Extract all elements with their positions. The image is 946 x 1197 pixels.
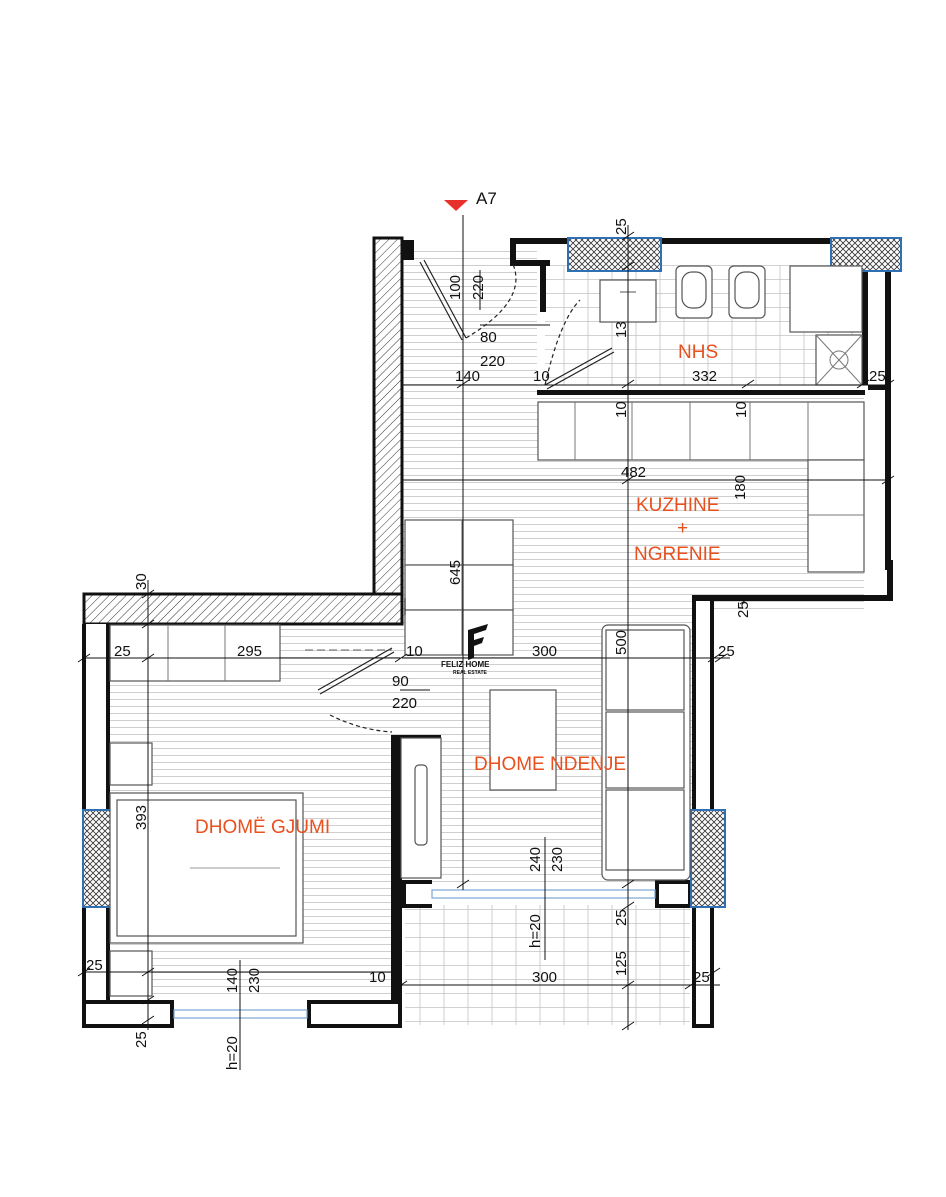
wall-bedroom-top bbox=[82, 592, 404, 626]
dim-10-bot: 10 bbox=[369, 969, 386, 986]
shower-tray bbox=[789, 265, 863, 333]
dining-table bbox=[404, 519, 514, 656]
walls bbox=[82, 236, 893, 1028]
feliz-home-logo-icon bbox=[468, 624, 488, 660]
dim-100: 100 bbox=[447, 275, 464, 300]
dim-220-c: 220 bbox=[392, 695, 417, 712]
room-label-kuzhine: KUZHINE bbox=[636, 495, 719, 516]
dim-25-right2: 25 bbox=[718, 643, 735, 660]
dim-500: 500 bbox=[613, 630, 630, 655]
watermark-brand: FELIZ HOME bbox=[441, 660, 490, 669]
dim-h20-bot: h=20 bbox=[224, 1036, 241, 1070]
dim-140-bot: 140 bbox=[224, 968, 241, 993]
dim-h20-bal: h=20 bbox=[527, 914, 544, 948]
kitchen-counter bbox=[537, 401, 865, 573]
wall-left-upper bbox=[372, 236, 404, 626]
dimension-labels-vertical: 25 100 220 13 10 10 180 645 30 500 25 39… bbox=[133, 218, 752, 1070]
dim-482: 482 bbox=[621, 464, 646, 481]
dim-125: 125 bbox=[613, 951, 630, 976]
wardrobe bbox=[109, 624, 281, 682]
dim-332: 332 bbox=[692, 368, 717, 385]
dim-25-bot-right: 25 bbox=[693, 969, 710, 986]
section-marker-a7: A7 bbox=[444, 189, 497, 211]
dim-220-top: 220 bbox=[470, 275, 487, 300]
nightstand-top bbox=[109, 742, 153, 786]
dim-25-nhs: 25 bbox=[869, 368, 886, 385]
dim-80: 80 bbox=[480, 329, 497, 346]
room-label-nhs: NHS bbox=[678, 342, 718, 363]
dim-25-bal: 25 bbox=[613, 909, 630, 926]
room-labels: NHS KUZHINE + NGRENIE DHOME NDENJE DHOMË… bbox=[195, 342, 721, 838]
dim-25-top: 25 bbox=[613, 218, 630, 235]
dim-10-k2: 10 bbox=[733, 401, 750, 418]
dim-10-mid: 10 bbox=[406, 643, 423, 660]
dim-300-mid: 300 bbox=[532, 643, 557, 660]
dim-30: 30 bbox=[133, 573, 150, 590]
dim-10-nhs: 10 bbox=[533, 368, 550, 385]
dim-25-bot-left: 25 bbox=[86, 957, 103, 974]
doors bbox=[305, 259, 615, 733]
room-label-ngrenie: NGRENIE bbox=[634, 544, 721, 565]
marker-label: A7 bbox=[476, 189, 497, 208]
marker-triangle-icon bbox=[444, 200, 468, 211]
dim-140-top: 140 bbox=[455, 368, 480, 385]
dim-300-bot: 300 bbox=[532, 969, 557, 986]
room-label-dhome-gjumi: DHOMË GJUMI bbox=[195, 817, 330, 838]
dim-25-left: 25 bbox=[114, 643, 131, 660]
dim-25-very-bot: 25 bbox=[133, 1031, 150, 1048]
dim-645: 645 bbox=[447, 560, 464, 585]
dim-393: 393 bbox=[133, 805, 150, 830]
dim-25-right1: 25 bbox=[735, 601, 752, 618]
dimension-labels: 80 220 140 10 332 25 482 25 295 10 300 2… bbox=[86, 329, 886, 986]
bedroom-furniture bbox=[109, 624, 304, 997]
bathroom-fixtures bbox=[599, 265, 863, 386]
dim-240: 240 bbox=[527, 847, 544, 872]
dim-230-bal: 230 bbox=[549, 847, 566, 872]
dim-90: 90 bbox=[392, 673, 409, 690]
living-furniture bbox=[400, 624, 691, 881]
dim-230-bot: 230 bbox=[246, 968, 263, 993]
dim-180: 180 bbox=[732, 475, 749, 500]
dim-10-k1: 10 bbox=[613, 401, 630, 418]
room-label-dhome-ndenje: DHOME NDENJE bbox=[474, 754, 626, 775]
dim-295: 295 bbox=[237, 643, 262, 660]
window-block-right bbox=[690, 809, 726, 908]
window-block-top-1 bbox=[567, 237, 662, 272]
room-label-plus: + bbox=[677, 518, 688, 539]
coffee-table bbox=[489, 689, 557, 791]
dim-13: 13 bbox=[613, 321, 630, 338]
dimension-lines bbox=[77, 215, 895, 1070]
watermark-logo: FELIZ HOME REAL ESTATE bbox=[441, 624, 490, 676]
watermark-sub: REAL ESTATE bbox=[453, 670, 488, 676]
dim-220-b: 220 bbox=[480, 353, 505, 370]
